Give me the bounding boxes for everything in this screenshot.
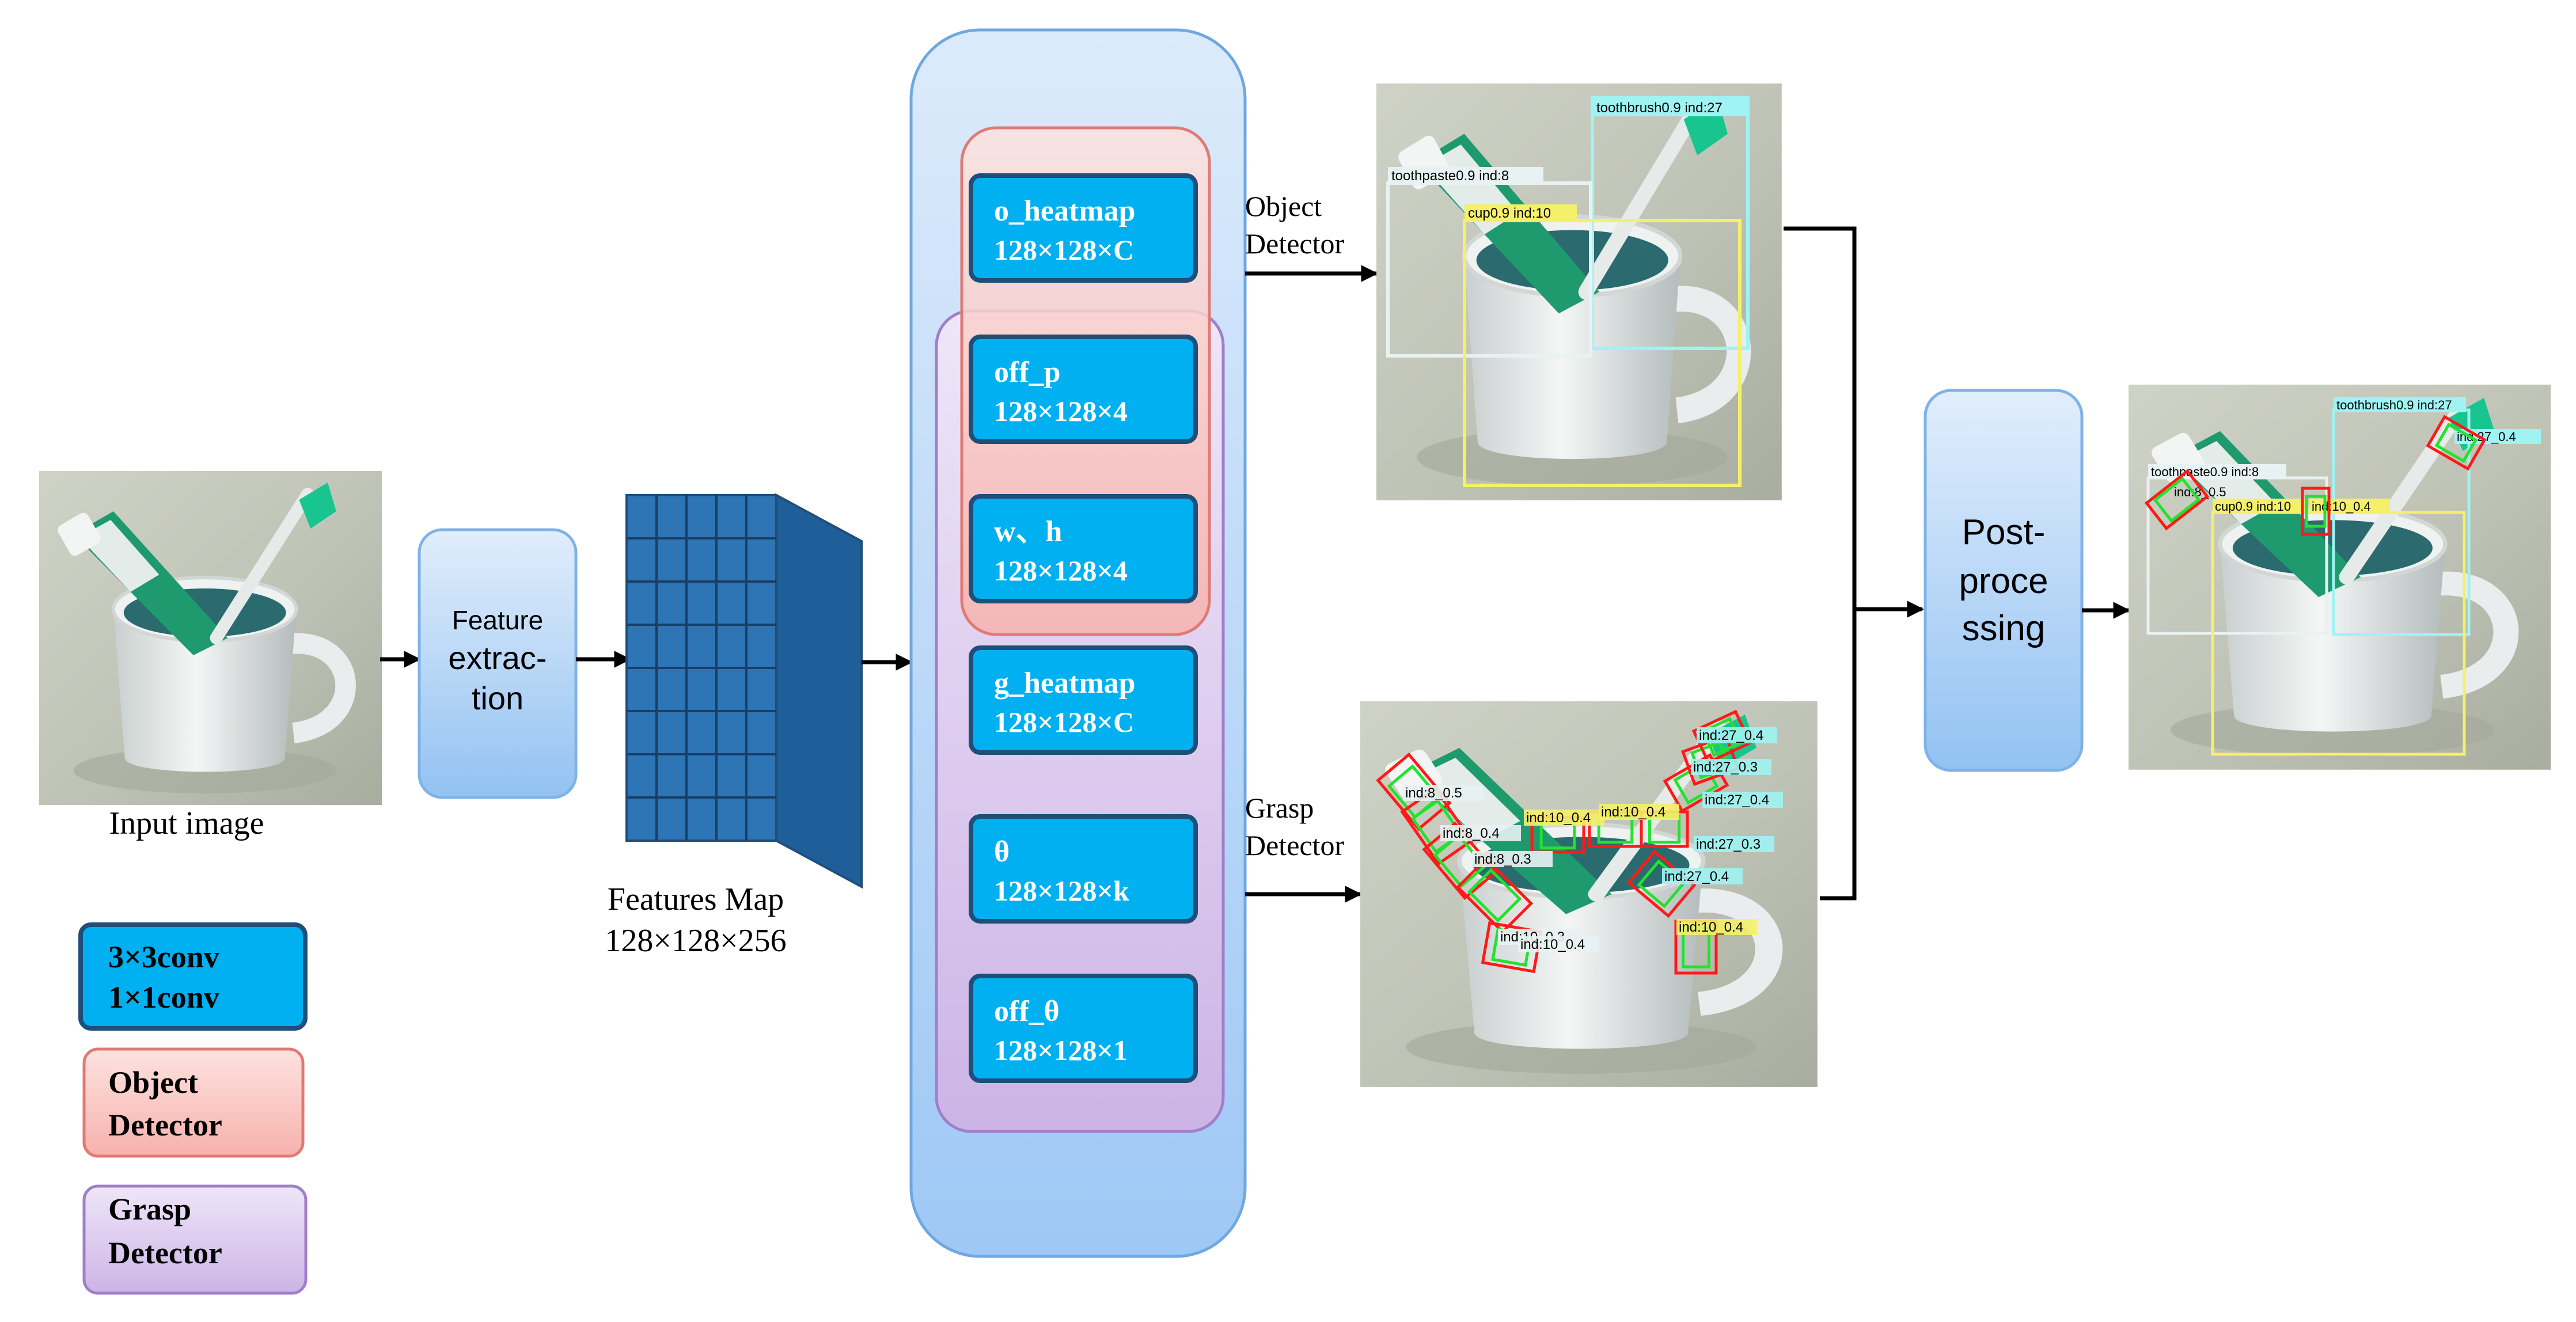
final-label-toothpaste: toothpaste0.9 ind:8 — [2151, 465, 2259, 479]
head-dims: 128×128×k — [994, 875, 1129, 907]
head-dims: 128×128×4 — [994, 554, 1128, 587]
object-label-toothbrush: toothbrush0.9 ind:27 — [1596, 100, 1723, 116]
head-block-1: off_p 128×128×4 — [969, 335, 1198, 444]
grasp-label: ind:27_0.4 — [1664, 869, 1729, 884]
grasp-label: ind:8_0.5 — [1405, 785, 1462, 801]
legend-item-object-detector: Object Detector — [82, 1047, 305, 1158]
object-branch-label-2: Detector — [1245, 227, 1344, 260]
grasp-rect-red — [1376, 752, 1452, 831]
grasp-label: ind:27_0.3 — [1696, 837, 1761, 852]
final-label-grasp-27: ind:27_0.4 — [2457, 430, 2516, 444]
postprocessing-label-1: Post- — [1962, 512, 2046, 552]
head-name: o_heatmap — [994, 195, 1136, 227]
postprocessing-block: Post- proce ssing — [1924, 389, 2084, 772]
legend-grasp-line2: Detector — [108, 1236, 222, 1270]
grasp-label-bg — [1702, 792, 1783, 808]
features-map-dims: 128×128×256 — [605, 923, 786, 959]
grasp-label-bg — [1662, 868, 1743, 884]
head-block-4: θ 128×128×k — [969, 814, 1198, 924]
head-dims: 128×128×4 — [994, 395, 1128, 427]
legend-object-line2: Detector — [108, 1108, 222, 1142]
legend: 3×3conv 1×1conv Object Detector Grasp De… — [78, 922, 308, 1295]
grasp-label-bg — [1694, 836, 1774, 852]
head-block-5: off_θ 128×128×1 — [969, 974, 1198, 1083]
legend-conv-line1: 3×3conv — [108, 940, 219, 974]
object-detection-result-image: toothbrush0.9 ind:27 toothpaste0.9 ind:8… — [1376, 83, 1782, 500]
grasp-label: ind:10_0.4 — [1601, 804, 1666, 820]
grasp-rect-green — [1467, 868, 1522, 923]
grasp-rect-red — [1422, 821, 1498, 901]
grasp-label: ind:10_0.4 — [1520, 937, 1585, 952]
grasp-label: ind:27_0.3 — [1693, 759, 1758, 775]
input-image — [39, 471, 382, 805]
head-name: w、h — [994, 515, 1063, 548]
head-name: θ — [994, 835, 1010, 868]
grasp-branch-label-1: Grasp — [1245, 792, 1314, 824]
grasp-label-bg — [1697, 727, 1777, 743]
object-branch-label-1: Object — [1245, 190, 1322, 222]
final-label-cup: cup0.9 ind:10 — [2215, 499, 2291, 514]
final-result-image: toothbrush0.9 ind:27 toothpaste0.9 ind:8… — [2129, 385, 2551, 770]
detection-heads-panel: o_heatmap 128×128×C off_p 128×128×4 w、h 128×1… — [909, 28, 1247, 1258]
head-dims: 128×128×C — [994, 706, 1134, 738]
grasp-label-bg — [1518, 936, 1599, 952]
features-map-cube — [625, 493, 863, 889]
grasp-label-bg — [1403, 785, 1484, 801]
connector-to-postprocessing — [1784, 226, 1924, 901]
grasp-branch-label-2: Detector — [1245, 829, 1344, 861]
grasp-label: ind:27_0.4 — [1705, 792, 1769, 808]
input-image-caption: Input image — [109, 806, 264, 841]
feature-extraction-label-2: extrac- — [448, 640, 547, 676]
head-name: off_θ — [994, 995, 1060, 1028]
grasp-rect-green — [1433, 833, 1487, 888]
legend-conv-line2: 1×1conv — [108, 980, 219, 1015]
head-dims: 128×128×C — [994, 234, 1134, 266]
legend-item-conv: 3×3conv 1×1conv — [78, 922, 308, 1031]
legend-object-line1: Object — [108, 1065, 198, 1100]
feature-extraction-block: Feature extrac- tion — [418, 528, 578, 799]
head-name: g_heatmap — [994, 667, 1136, 700]
final-label-grasp-10: ind:10_0.4 — [2312, 499, 2371, 514]
grasp-label-bg — [1599, 804, 1679, 820]
grasp-rect-red — [1455, 856, 1534, 934]
head-block-2: w、h 128×128×4 — [969, 494, 1198, 603]
postprocessing-label-3: ssing — [1962, 609, 2046, 648]
object-label-cup: cup0.9 ind:10 — [1468, 206, 1551, 221]
grasp-label-bg — [1440, 825, 1521, 841]
grasp-label: ind:10_0.4 — [1526, 810, 1591, 826]
head-block-3: g_heatmap 128×128×C — [969, 645, 1198, 755]
postprocessing-label-2: proce — [1959, 561, 2048, 601]
grasp-label: ind:27_0.4 — [1699, 728, 1763, 743]
grasp-label: ind:8_0.4 — [1443, 826, 1500, 841]
grasp-label-bg — [1691, 759, 1771, 775]
feature-extraction-label-3: tion — [472, 680, 523, 716]
grasp-label-bg — [1472, 851, 1553, 867]
head-block-0: o_heatmap 128×128×C — [969, 173, 1198, 283]
legend-item-grasp-detector: Grasp Detector — [82, 1184, 308, 1295]
grasp-label-bg — [1676, 919, 1757, 935]
features-map-label: Features Map — [608, 882, 784, 917]
grasp-label: ind:8_0.3 — [1474, 852, 1531, 867]
feature-extraction-label-1: Feature — [452, 605, 544, 635]
head-dims: 128×128×1 — [994, 1034, 1128, 1066]
grasp-detection-result-image: ind:8_0.5ind:8_0.4ind:8_0.3ind:10_0.3ind… — [1360, 701, 1818, 1087]
grasp-label: ind:10_0.4 — [1679, 920, 1743, 935]
object-label-toothpaste: toothpaste0.9 ind:8 — [1391, 168, 1509, 184]
grasp-label-bg — [1524, 810, 1604, 826]
head-name: off_p — [994, 356, 1061, 389]
legend-grasp-line1: Grasp — [108, 1192, 191, 1226]
final-label-toothbrush: toothbrush0.9 ind:27 — [2336, 398, 2452, 412]
